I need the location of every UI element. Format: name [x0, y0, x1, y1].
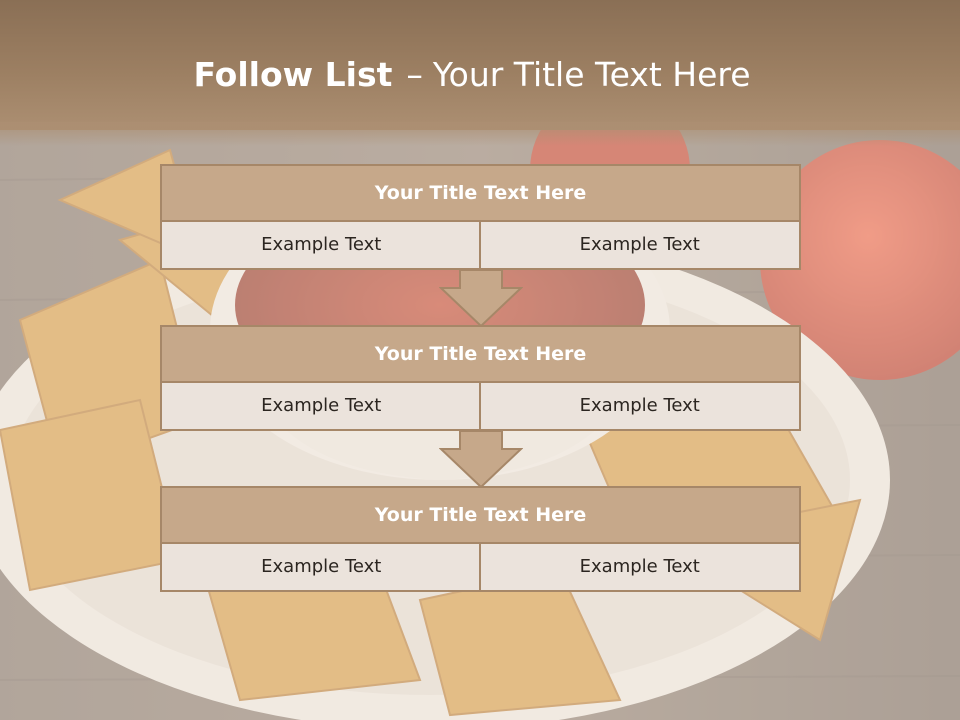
slide-title-rest: Your Title Text Here [432, 55, 751, 94]
list-block-cell-right: Example Text [478, 383, 799, 429]
down-arrow-icon [439, 431, 523, 489]
list-block-title: Your Title Text Here [162, 488, 799, 544]
list-block-cell-right: Example Text [478, 544, 799, 590]
list-block-title: Your Title Text Here [162, 166, 799, 222]
list-block-cell-left: Example Text [162, 544, 481, 590]
title-band [0, 0, 960, 130]
list-block-2: Your Title Text Here Example Text Exampl… [160, 325, 801, 431]
list-block-cell-left: Example Text [162, 222, 481, 268]
slide-title: Follow List–Your Title Text Here [0, 52, 944, 98]
list-block-1: Your Title Text Here Example Text Exampl… [160, 164, 801, 270]
list-block-cell-left: Example Text [162, 383, 481, 429]
title-band-fade [0, 122, 960, 146]
down-arrow-icon [439, 270, 523, 328]
list-block-cell-right: Example Text [478, 222, 799, 268]
list-block-3: Your Title Text Here Example Text Exampl… [160, 486, 801, 592]
list-block-title: Your Title Text Here [162, 327, 799, 383]
slide-title-bold: Follow List [193, 55, 393, 94]
slide-title-separator: – [406, 55, 423, 94]
